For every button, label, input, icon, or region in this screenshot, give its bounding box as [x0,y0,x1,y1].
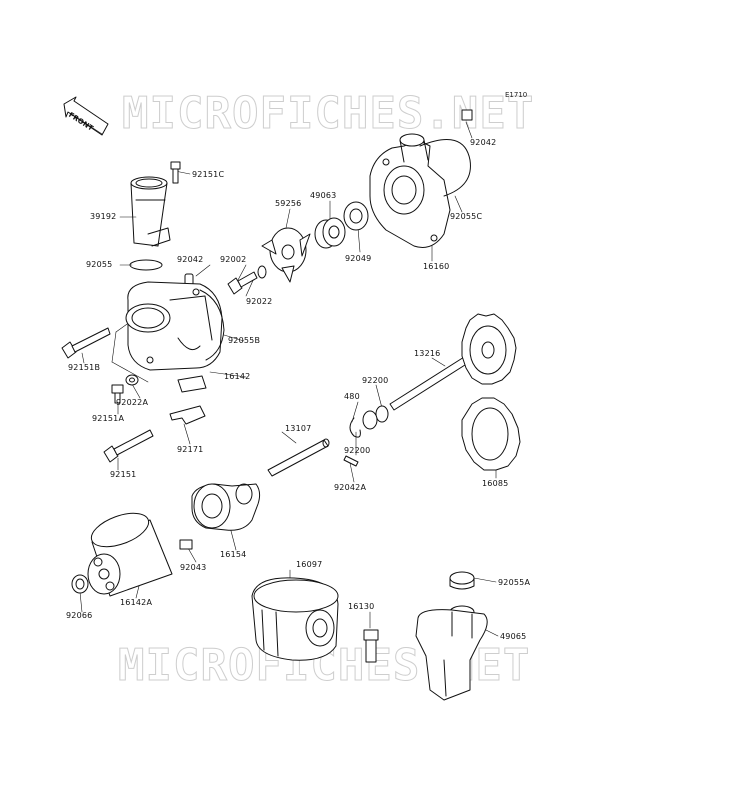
figure-code: E1710 [505,91,528,99]
label-92151a: 92151A [92,414,125,423]
label-13107: 13107 [285,424,312,433]
label-16154: 16154 [220,550,247,559]
label-92049: 92049 [345,254,372,263]
label-16097: 16097 [296,560,323,569]
bolt-92151a [111,384,124,404]
seal-49063 [314,217,346,249]
pin-92043 [179,539,193,550]
pump-cover-16160 [369,133,451,248]
water-pump-housing [125,281,223,371]
label-92022: 92022 [246,297,273,306]
gasket-92066 [71,574,89,594]
label-92171: 92171 [177,445,204,454]
label-92043: 92043 [180,563,207,572]
label-92200-top: 92200 [362,376,389,385]
plug-92042-top [461,109,473,121]
label-92022a: 92022A [116,398,149,407]
front-arrow-icon [63,96,109,136]
label-92066: 92066 [66,611,93,620]
label-39192: 39192 [90,212,117,221]
label-480: 480 [344,392,360,401]
strainer-49065 [415,605,488,701]
oring-92055a [449,571,475,590]
label-92042-left: 92042 [177,255,204,264]
label-16085: 16085 [482,479,509,488]
label-92042-top: 92042 [470,138,497,147]
label-92055b: 92055B [228,336,261,345]
oil-filter-element-16142a [87,512,173,597]
impeller-59256 [261,227,311,283]
label-16160: 16160 [423,262,450,271]
label-92055: 92055 [86,260,113,269]
gasket-16142 [177,375,207,393]
gear-16085 [461,397,521,471]
label-92055a: 92055A [498,578,531,587]
label-16142: 16142 [224,372,251,381]
gasket-92055b [199,289,225,361]
label-13216: 13216 [414,349,441,358]
oring-92055 [129,259,163,271]
pipe-39192 [130,176,171,247]
label-92151b: 92151B [68,363,101,372]
bolt-92151b [61,327,111,359]
washer-92022 [257,265,267,279]
oring-92055c [419,139,471,197]
rotor-16154 [191,483,261,531]
oil-seal-92049 [343,201,369,231]
label-16130: 16130 [348,602,375,611]
washer-92200-top [375,405,389,423]
label-16142a: 16142A [120,598,153,607]
label-92151: 92151 [110,470,137,479]
label-59256: 59256 [275,199,302,208]
washer-92022a [125,374,139,386]
shaft-13107 [267,438,330,477]
circlip-480 [349,417,361,438]
shaft-gear-13216 [389,313,517,411]
oil-filter-16097 [251,577,339,661]
clamp-92171 [169,405,206,425]
fitting-16130 [363,629,379,663]
label-49063: 49063 [310,191,337,200]
label-92151c: 92151C [192,170,225,179]
pin-92042a [343,455,359,467]
label-92002: 92002 [220,255,247,264]
bolt-92151c [170,161,181,184]
bolt-92151 [103,429,154,463]
label-92042a: 92042A [334,483,367,492]
bolt-92002 [227,271,258,295]
label-92200-bottom: 92200 [344,446,371,455]
label-92055c: 92055C [450,212,483,221]
washer-92200-bottom [362,410,378,430]
label-49065: 49065 [500,632,527,641]
